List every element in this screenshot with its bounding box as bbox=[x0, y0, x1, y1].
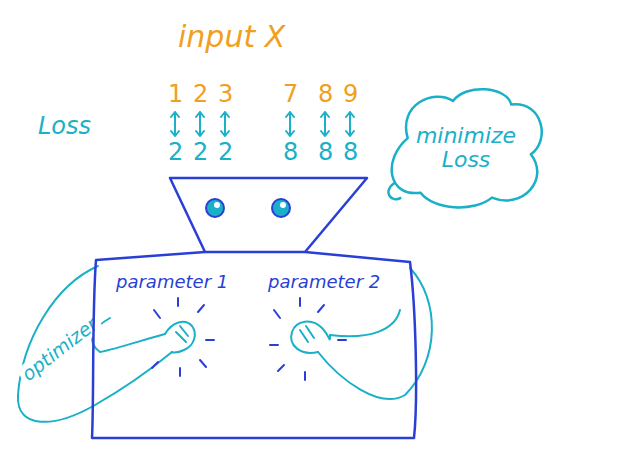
parameter-label: parameter 2 bbox=[268, 272, 380, 292]
input-value: 3 bbox=[218, 82, 233, 106]
target-value: 2 bbox=[168, 140, 183, 164]
sparkle-marks bbox=[152, 298, 346, 380]
target-value: 8 bbox=[318, 140, 333, 164]
input-value: 9 bbox=[343, 82, 358, 106]
target-value: 8 bbox=[343, 140, 358, 164]
input-value: 7 bbox=[283, 82, 298, 106]
input-value: 1 bbox=[168, 82, 183, 106]
goal-text: minimize Loss bbox=[407, 124, 525, 172]
loss-label: Loss bbox=[38, 114, 91, 138]
target-value: 8 bbox=[283, 140, 298, 164]
left-hand bbox=[165, 322, 195, 353]
parameter-label: parameter 1 bbox=[116, 272, 228, 292]
optimizer-arm-inner bbox=[92, 318, 165, 352]
target-value: 2 bbox=[218, 140, 233, 164]
loss-arrows bbox=[171, 112, 354, 136]
target-value: 2 bbox=[193, 140, 208, 164]
input-value: 8 bbox=[318, 82, 333, 106]
robot-head bbox=[170, 178, 367, 252]
robot-eye bbox=[272, 199, 290, 217]
right-hand bbox=[291, 322, 330, 353]
robot-body-shape bbox=[92, 252, 416, 438]
input-title: input X bbox=[178, 22, 285, 52]
robot-eye bbox=[206, 199, 224, 217]
goal-cloud: minimize Loss bbox=[385, 86, 547, 210]
input-value: 2 bbox=[193, 82, 208, 106]
goal-cloud-shape bbox=[388, 89, 541, 207]
robot-body: parameter 1 parameter 2 bbox=[88, 250, 420, 444]
